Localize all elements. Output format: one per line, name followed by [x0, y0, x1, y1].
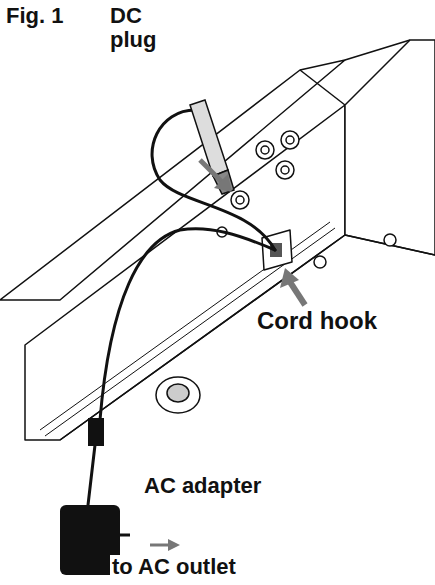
hook-arrow [290, 282, 305, 305]
rear-panel [25, 105, 345, 440]
note-label: to AC outlet [110, 555, 238, 579]
rubber-foot [156, 377, 200, 413]
cable [100, 229, 275, 420]
adapter-prong [120, 534, 130, 537]
screw [384, 234, 396, 246]
jack [281, 166, 289, 174]
jack [256, 141, 274, 159]
plug-arrow [200, 160, 222, 182]
cable [88, 445, 95, 505]
jack [276, 161, 294, 179]
part-label: DC plug [108, 4, 168, 52]
plug-arrow [214, 174, 232, 192]
outlet-arrow [168, 539, 180, 551]
dc-jack [236, 196, 244, 204]
ferrite-core [88, 418, 104, 446]
part-label: Cord hook [255, 308, 379, 334]
jack [281, 131, 299, 149]
figure-title: Fig. 1 [4, 4, 65, 28]
outlet-arrow [150, 544, 170, 547]
dc-plug [190, 100, 228, 176]
unit-edge [345, 40, 410, 60]
bottom-edge [60, 235, 435, 440]
jack [261, 146, 269, 154]
jack [286, 136, 294, 144]
dc-jack [231, 191, 249, 209]
screw [314, 256, 326, 268]
unit-end [345, 40, 435, 255]
unit-edge [300, 70, 345, 105]
hook-arrow [280, 268, 299, 288]
part-label: AC adapter [142, 474, 263, 498]
rubber-foot [167, 384, 189, 402]
